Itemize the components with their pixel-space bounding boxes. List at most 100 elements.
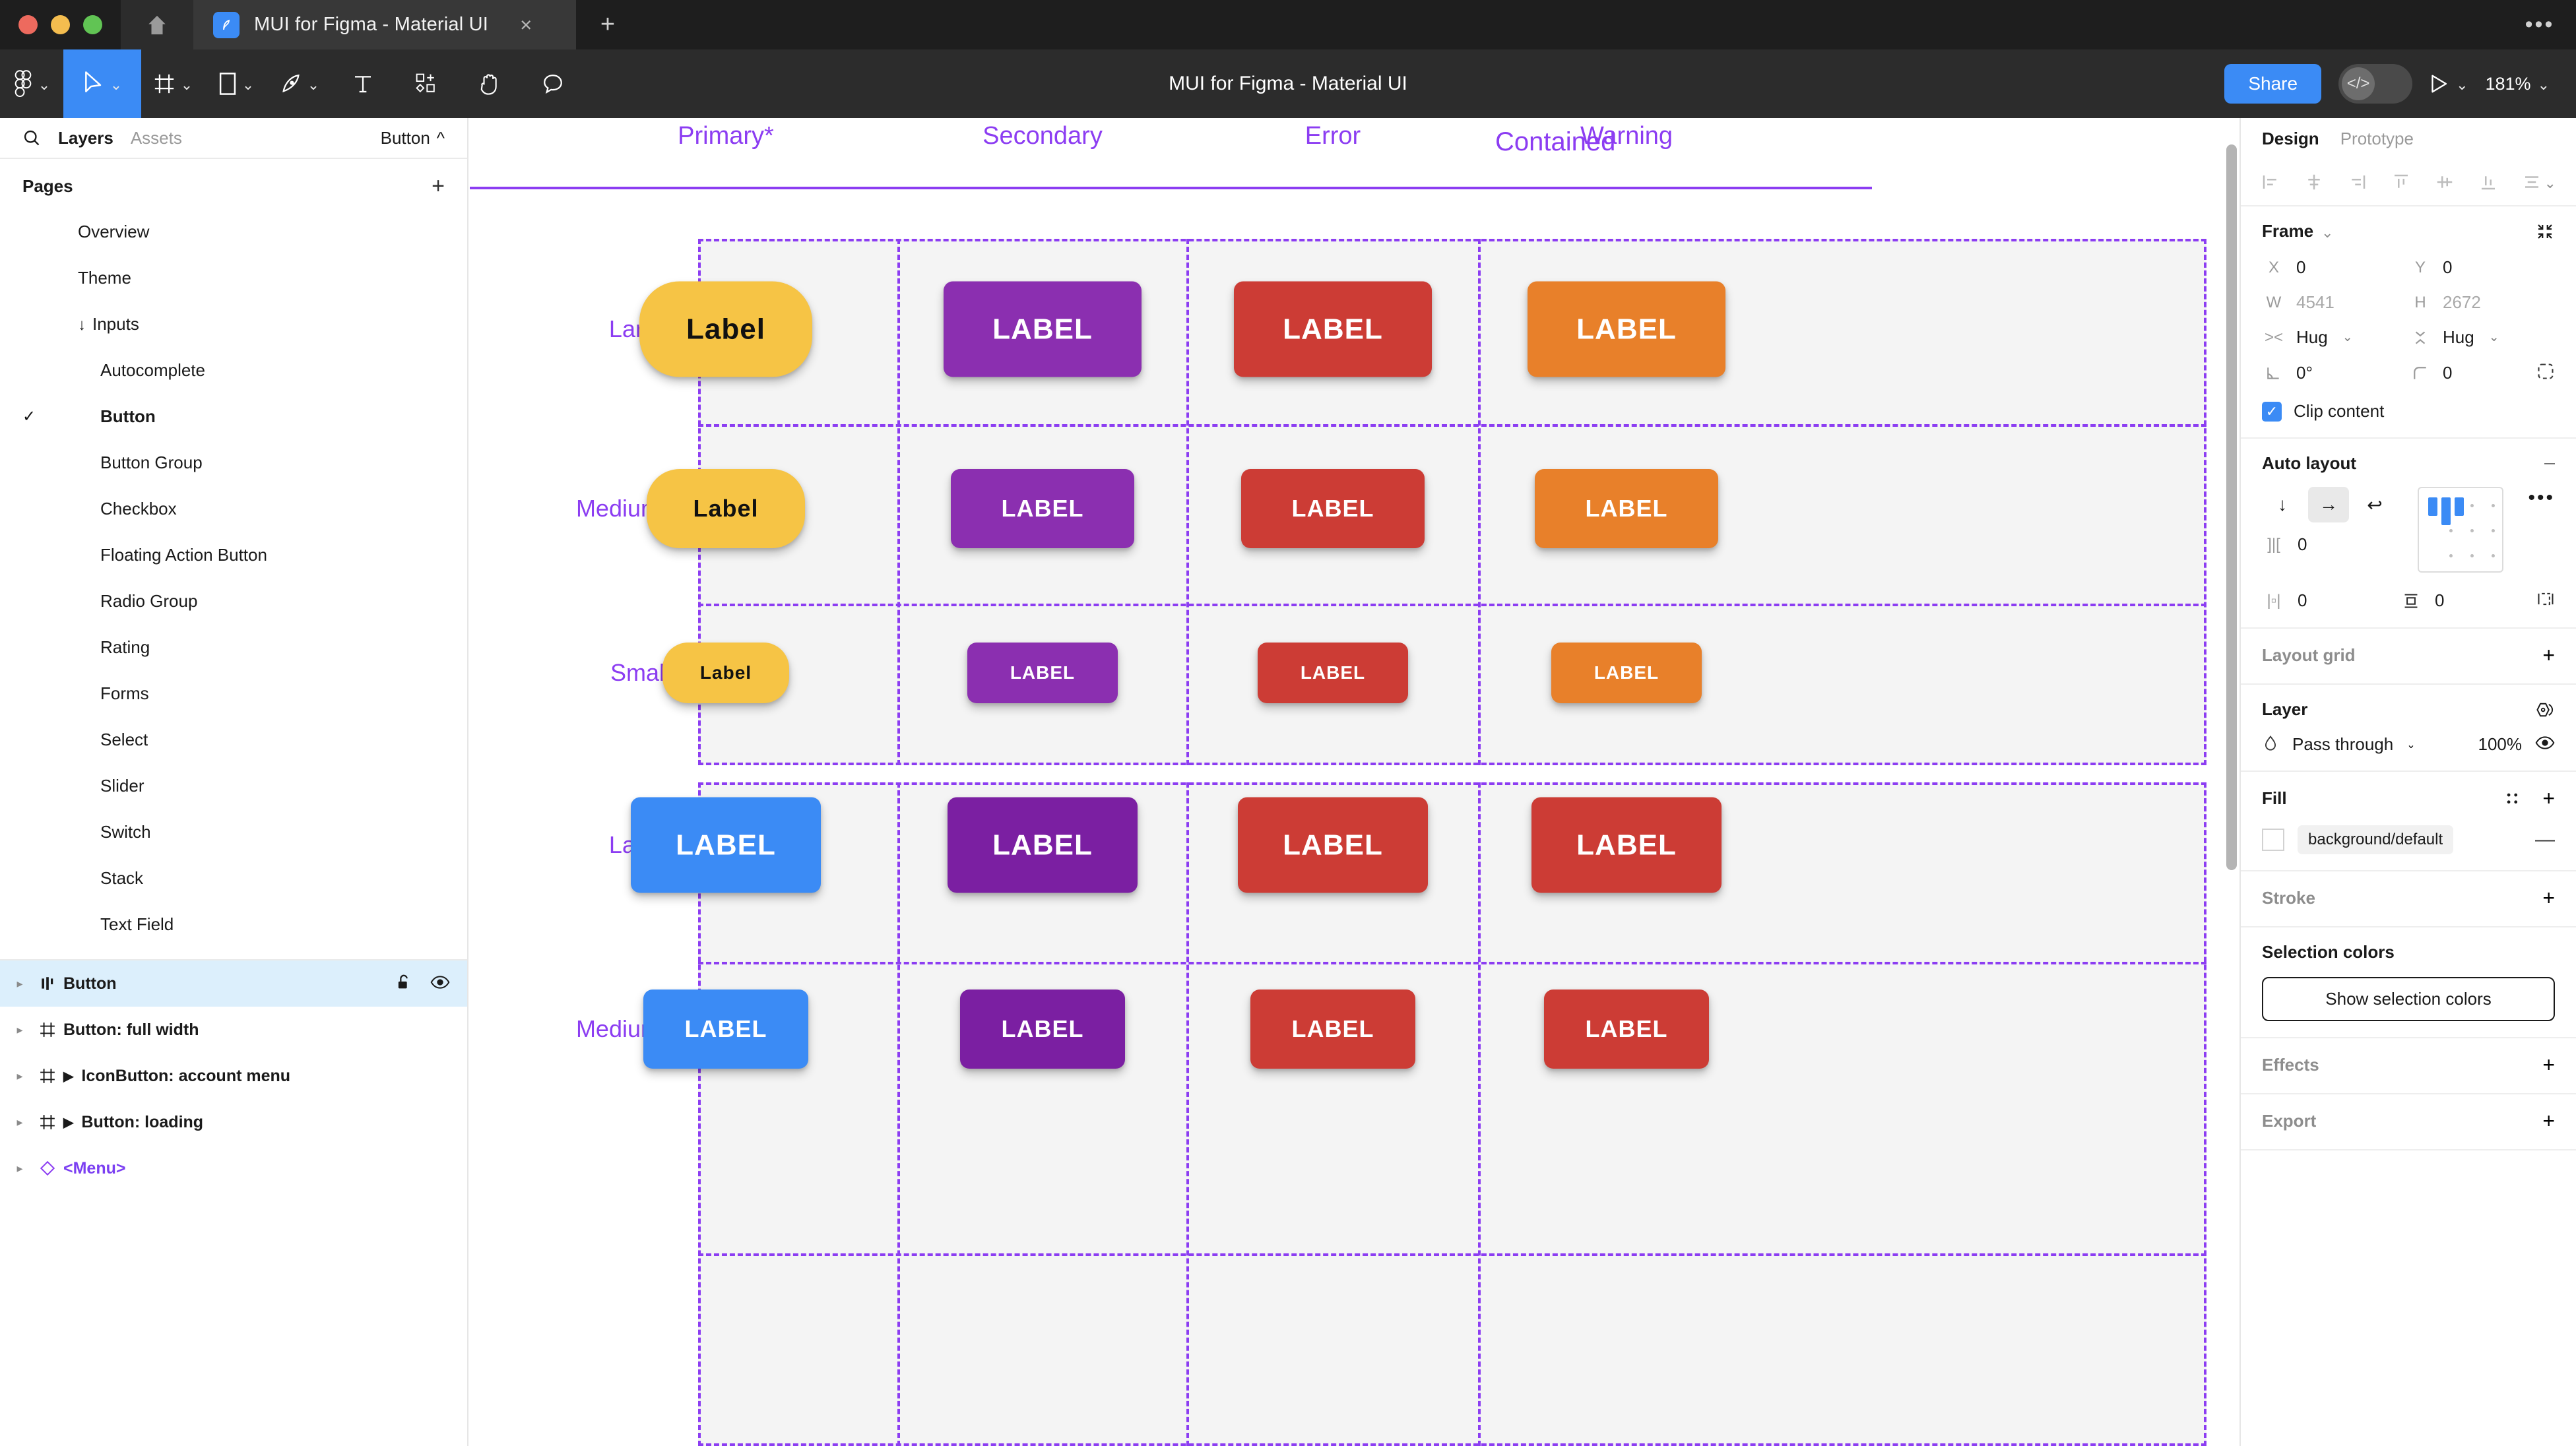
canvas-button[interactable]: LABEL	[960, 990, 1125, 1069]
frame-name-label[interactable]: Contained	[1495, 127, 1616, 156]
layout-direction-horizontal-button[interactable]: →	[2308, 487, 2349, 522]
fill-color-swatch[interactable]	[2262, 829, 2284, 851]
components-tool-button[interactable]	[395, 49, 458, 118]
browser-tab[interactable]: MUI for Figma - Material UI ×	[193, 0, 576, 49]
layer-opacity-value[interactable]: 100%	[2478, 734, 2523, 754]
page-item-select[interactable]: Select	[0, 716, 467, 763]
layer-row[interactable]: ▸▶IconButton: account menu	[0, 1053, 467, 1099]
page-item-theme[interactable]: Theme	[0, 255, 467, 301]
horizontal-padding-field[interactable]: |▫| 0	[2262, 590, 2399, 611]
page-item-switch[interactable]: Switch	[0, 809, 467, 855]
page-item-radio-group[interactable]: Radio Group	[0, 578, 467, 624]
search-icon[interactable]	[22, 129, 41, 147]
auto-layout-alignment-pad[interactable]	[2418, 487, 2503, 573]
new-tab-button[interactable]: +	[600, 11, 616, 38]
canvas-button[interactable]: Label	[647, 469, 805, 548]
distribute-icon[interactable]: ⌄	[2522, 172, 2556, 192]
layer-effect-icon[interactable]	[2535, 701, 2555, 719]
canvas-button[interactable]: LABEL	[1241, 469, 1425, 548]
page-item-overview[interactable]: Overview	[0, 208, 467, 255]
tab-prototype[interactable]: Prototype	[2340, 128, 2414, 148]
align-horizontal-center-icon[interactable]	[2304, 172, 2324, 192]
layout-wrap-button[interactable]: ↩	[2367, 494, 2383, 515]
page-item-button-group[interactable]: Button Group	[0, 439, 467, 486]
canvas-button[interactable]: LABEL	[951, 469, 1134, 548]
page-item-inputs[interactable]: ↓Inputs	[0, 301, 467, 347]
share-button[interactable]: Share	[2224, 64, 2322, 104]
canvas-vertical-scrollbar[interactable]	[2226, 144, 2237, 870]
layer-row[interactable]: ▸<Menu>	[0, 1145, 467, 1191]
present-button[interactable]: ⌄	[2430, 74, 2468, 94]
frame-rotation-field[interactable]: 0°	[2262, 362, 2408, 384]
eye-icon[interactable]	[430, 975, 450, 993]
page-item-slider[interactable]: Slider	[0, 763, 467, 809]
frame-x-field[interactable]: X 0	[2262, 257, 2408, 278]
figma-menu-icon-button[interactable]: ⌄	[0, 49, 63, 118]
independent-corners-icon[interactable]	[2536, 362, 2555, 384]
add-fill-button[interactable]: +	[2542, 786, 2555, 810]
vertical-padding-field[interactable]: 0	[2399, 590, 2536, 611]
show-selection-colors-button[interactable]: Show selection colors	[2262, 977, 2555, 1021]
frame-width-field[interactable]: W 4541	[2262, 292, 2408, 313]
remove-auto-layout-button[interactable]: —	[2544, 457, 2555, 469]
canvas-button[interactable]: LABEL	[1250, 990, 1415, 1069]
align-left-icon[interactable]	[2261, 172, 2280, 192]
expand-caret-icon[interactable]: ▸	[16, 1115, 23, 1129]
canvas-button[interactable]: LABEL	[1535, 469, 1718, 548]
add-export-button[interactable]: +	[2542, 1109, 2555, 1133]
window-overflow-menu-button[interactable]: •••	[2525, 12, 2555, 37]
page-item-rating[interactable]: Rating	[0, 624, 467, 670]
align-bottom-icon[interactable]	[2478, 172, 2498, 192]
frame-y-field[interactable]: Y 0	[2408, 257, 2555, 278]
shape-tool-button[interactable]: ⌄	[205, 49, 268, 118]
tab-assets[interactable]: Assets	[130, 127, 182, 148]
canvas-button[interactable]: LABEL	[1234, 281, 1432, 377]
layout-gap-field[interactable]: ]|[ 0	[2262, 534, 2395, 555]
clip-content-row[interactable]: ✓ Clip content	[2262, 401, 2555, 422]
page-item-text-field[interactable]: Text Field	[0, 901, 467, 947]
auto-layout-more-options-button[interactable]: •••	[2528, 487, 2555, 509]
pen-tool-button[interactable]: ⌄	[268, 49, 331, 118]
canvas-button[interactable]: LABEL	[1528, 281, 1725, 377]
eye-icon[interactable]	[2535, 736, 2555, 753]
layer-row[interactable]: ▸▶Button: loading	[0, 1099, 467, 1145]
fill-style-token[interactable]: background/default	[2298, 825, 2454, 854]
maximize-window-button[interactable]	[83, 15, 102, 34]
comment-tool-button[interactable]	[521, 49, 585, 118]
canvas-button[interactable]: LABEL	[631, 797, 821, 893]
layer-row[interactable]: ▸Button: full width	[0, 1007, 467, 1053]
fill-styles-button[interactable]	[2504, 790, 2521, 807]
hand-tool-button[interactable]	[458, 49, 521, 118]
zoom-level-button[interactable]: 181% ⌄	[2486, 74, 2550, 94]
unlock-icon[interactable]	[395, 973, 413, 995]
frame-horizontal-resize-field[interactable]: >< Hug ⌄	[2262, 327, 2408, 348]
align-right-icon[interactable]	[2348, 172, 2367, 192]
individual-padding-button[interactable]	[2536, 590, 2555, 612]
page-item-floating-action-button[interactable]: Floating Action Button	[0, 532, 467, 578]
canvas-button[interactable]: Label	[662, 643, 789, 703]
canvas-button[interactable]: LABEL	[643, 990, 808, 1069]
home-button[interactable]	[121, 0, 193, 49]
design-canvas[interactable]: Contained Primary*SecondaryErrorWarningL…	[470, 118, 2239, 1446]
collapse-icon[interactable]	[2535, 222, 2555, 241]
close-window-button[interactable]	[18, 15, 38, 34]
frame-height-field[interactable]: H 2672	[2408, 292, 2555, 313]
canvas-button[interactable]: LABEL	[967, 643, 1118, 703]
page-item-checkbox[interactable]: Checkbox	[0, 486, 467, 532]
blend-mode-value[interactable]: Pass through	[2292, 734, 2394, 754]
page-item-stack[interactable]: Stack	[0, 855, 467, 901]
minimize-window-button[interactable]	[51, 15, 70, 34]
add-page-button[interactable]: +	[432, 173, 445, 199]
expand-caret-icon[interactable]: ▸	[16, 976, 23, 990]
page-item-forms[interactable]: Forms	[0, 670, 467, 716]
remove-fill-button[interactable]: —	[2535, 829, 2555, 850]
page-item-button[interactable]: ✓Button	[0, 393, 467, 439]
text-tool-button[interactable]	[331, 49, 395, 118]
canvas-button[interactable]: LABEL	[1544, 990, 1709, 1069]
canvas-button[interactable]: Label	[639, 281, 812, 377]
chevron-down-icon[interactable]: ⌄	[2321, 224, 2334, 241]
dev-mode-toggle[interactable]: </>	[2338, 64, 2413, 104]
layer-row[interactable]: ▸Button	[0, 960, 467, 1007]
page-selector-button[interactable]: Button ^	[381, 128, 445, 148]
expand-caret-icon[interactable]: ▸	[16, 1161, 23, 1175]
